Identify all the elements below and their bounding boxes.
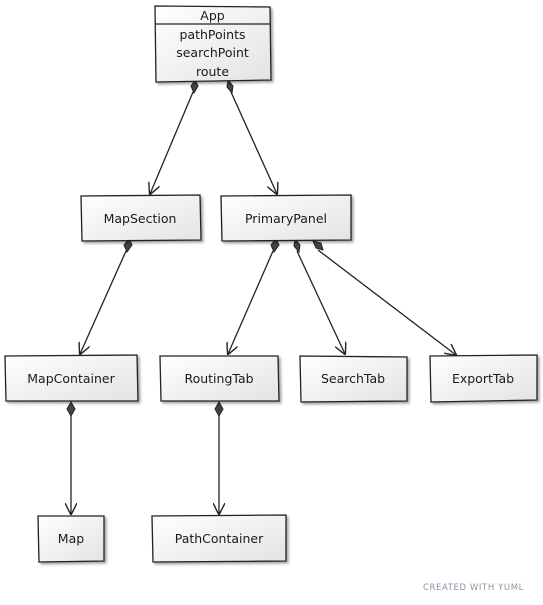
class-exporttab-label: ExportTab	[452, 371, 514, 386]
diamond-mapcontainer	[66, 400, 76, 418]
class-primarypanel: PrimaryPanel	[220, 194, 352, 242]
diamond-mapsection	[123, 238, 133, 254]
class-mapcontainer-label: MapContainer	[27, 371, 115, 386]
class-primarypanel-label: PrimaryPanel	[245, 211, 327, 226]
class-app-field: searchPoint	[176, 45, 249, 60]
class-map: Map	[37, 515, 105, 563]
class-app-field: pathPoints	[180, 27, 246, 42]
class-routingtab-box	[159, 355, 280, 402]
diamond-routingtab	[214, 400, 224, 418]
class-pathcontainer: PathContainer	[151, 514, 287, 563]
class-mapsection-box	[80, 194, 202, 242]
diamond-app-right	[226, 78, 234, 95]
edge-primarypanel-exporttab	[317, 249, 456, 355]
class-mapcontainer-box	[4, 354, 139, 402]
class-exporttab-box	[429, 354, 538, 403]
class-mapsection: MapSection	[80, 194, 202, 242]
class-map-box	[37, 515, 105, 563]
class-mapcontainer: MapContainer	[4, 354, 139, 402]
diamond-primarypanel-middle	[293, 237, 301, 254]
class-searchtab-box	[299, 355, 408, 403]
class-searchtab: SearchTab	[299, 355, 408, 403]
diamond-app-left	[190, 79, 199, 95]
yuml-watermark: CREATED WITH YUML	[422, 583, 524, 593]
edges	[71, 91, 456, 514]
edge-app-primarypanel	[230, 91, 277, 194]
class-pathcontainer-box	[151, 514, 287, 563]
class-searchtab-label: SearchTab	[321, 371, 385, 386]
class-routingtab: RoutingTab	[159, 355, 280, 402]
class-exporttab: ExportTab	[429, 354, 538, 403]
edge-app-mapsection	[150, 91, 194, 194]
diamond-primarypanel-right	[312, 240, 324, 251]
edge-primarypanel-searchtab	[296, 250, 345, 354]
class-primarypanel-box	[220, 194, 352, 242]
class-pathcontainer-label: PathContainer	[175, 531, 264, 546]
class-mapsection-label: MapSection	[104, 211, 177, 226]
class-app-title: App	[200, 8, 224, 23]
class-app-box	[154, 5, 272, 83]
class-app: App pathPoints searchPoint route	[154, 5, 272, 83]
diamond-primarypanel-left	[270, 238, 280, 254]
class-routingtab-label: RoutingTab	[184, 371, 253, 386]
composition-diamonds	[66, 78, 324, 418]
edge-primarypanel-routingtab	[228, 250, 274, 354]
class-map-label: Map	[58, 531, 84, 546]
class-app-field: route	[196, 64, 229, 79]
edge-mapsection-mapcontainer	[80, 250, 127, 354]
